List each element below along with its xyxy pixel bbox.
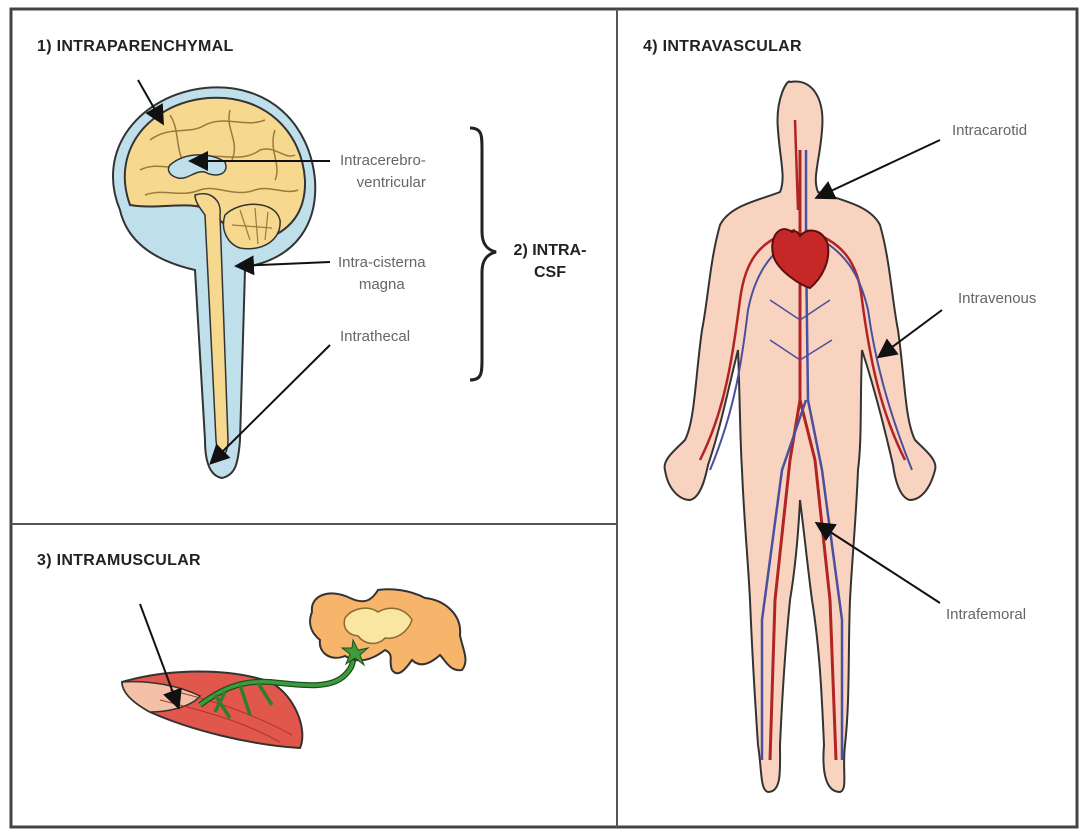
title-intra-csf: 2) INTRA- CSF xyxy=(500,240,600,284)
csf-brace xyxy=(470,128,496,380)
title-intramuscular: 3) INTRAMUSCULAR xyxy=(37,552,201,570)
label-carotid: Intracarotid xyxy=(952,120,1027,142)
label-icv: Intracerebro- ventricular xyxy=(340,150,426,194)
title-intra-csf-line1: 2) INTRA- xyxy=(500,240,600,262)
brain-illustration xyxy=(113,87,315,478)
label-icv-line1: Intracerebro- xyxy=(340,150,426,172)
arrow-carotid xyxy=(818,140,940,197)
body-illustration xyxy=(665,81,936,792)
label-venous: Intravenous xyxy=(958,288,1036,310)
spinal-cord-section xyxy=(310,589,465,673)
title-intravascular: 4) INTRAVASCULAR xyxy=(643,38,802,56)
label-femoral: Intrafemoral xyxy=(946,604,1026,626)
label-icm-line2: magna xyxy=(338,274,426,296)
title-intraparenchymal: 1) INTRAPARENCHYMAL xyxy=(37,38,234,56)
label-it: Intrathecal xyxy=(340,326,410,348)
label-icv-line2: ventricular xyxy=(340,172,426,194)
label-icm: Intra-cisterna magna xyxy=(338,252,426,296)
label-icm-line1: Intra-cisterna xyxy=(338,252,426,274)
title-intra-csf-line2: CSF xyxy=(500,262,600,284)
